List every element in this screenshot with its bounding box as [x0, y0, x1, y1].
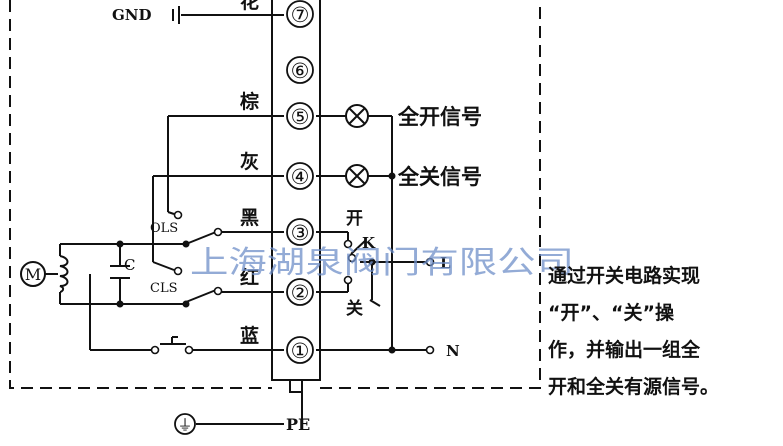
switch-close-label: 关 — [346, 298, 363, 319]
pe-label: PE — [286, 415, 310, 434]
cls-label: CLS — [150, 281, 178, 296]
watermark: 上海湖泉阀门有限公司 — [190, 245, 574, 281]
full-close-signal-label: 全关信号 — [397, 165, 482, 189]
terminal-2-number: ② — [291, 281, 310, 305]
caption-line: 开和全关有源信号。 — [548, 376, 720, 398]
n-label: N — [446, 342, 460, 360]
enclosure-boundary — [9, 0, 541, 389]
switch-open-label: 开 — [346, 209, 363, 229]
caption-line: 通过开关电路实现 — [548, 265, 701, 287]
wire-label-7: 花 — [240, 0, 259, 13]
terminal-6-number: ⑥ — [291, 59, 310, 83]
l-label: L — [440, 254, 451, 272]
pe-ground-glyph: ⏚ — [177, 416, 192, 434]
terminal-7-number: ⑦ — [291, 3, 310, 27]
full-close-lamp — [345, 164, 369, 188]
wire-label-3: 黑 — [240, 207, 259, 229]
l-terminal — [425, 257, 435, 267]
full-open-lamp — [345, 104, 369, 128]
n-terminal — [425, 345, 435, 355]
caption: 通过开关电路实现 “开”、“关”操 作，并输出一组全 开和全关有源信号。 — [548, 258, 780, 406]
terminal-4-number: ④ — [291, 165, 310, 189]
pe-ground-icon: ⏚ — [174, 413, 196, 435]
cls-contact — [173, 266, 183, 276]
full-open-signal-label: 全开信号 — [397, 105, 482, 129]
wire-label-2: 红 — [240, 266, 259, 289]
wire-label-1: 蓝 — [240, 324, 259, 347]
wire-label-4: 灰 — [240, 150, 259, 173]
gnd-label: GND — [112, 6, 152, 24]
ols-label: OLS — [150, 221, 178, 236]
ols-contact — [173, 210, 183, 220]
terminal-1-number: ① — [291, 339, 310, 363]
terminal-block-foot — [289, 379, 303, 393]
caption-line: “开”、“关”操 — [548, 302, 674, 324]
motor-label: M — [25, 265, 41, 284]
switch-k-label: K — [362, 234, 376, 252]
caption-line: 作，并输出一组全 — [548, 339, 701, 361]
motor-symbol: M — [20, 261, 46, 287]
terminal-3-number: ③ — [291, 221, 310, 245]
terminal-5-number: ⑤ — [291, 105, 310, 129]
wire-label-5: 棕 — [240, 90, 259, 113]
capacitor-label: C — [124, 256, 135, 274]
